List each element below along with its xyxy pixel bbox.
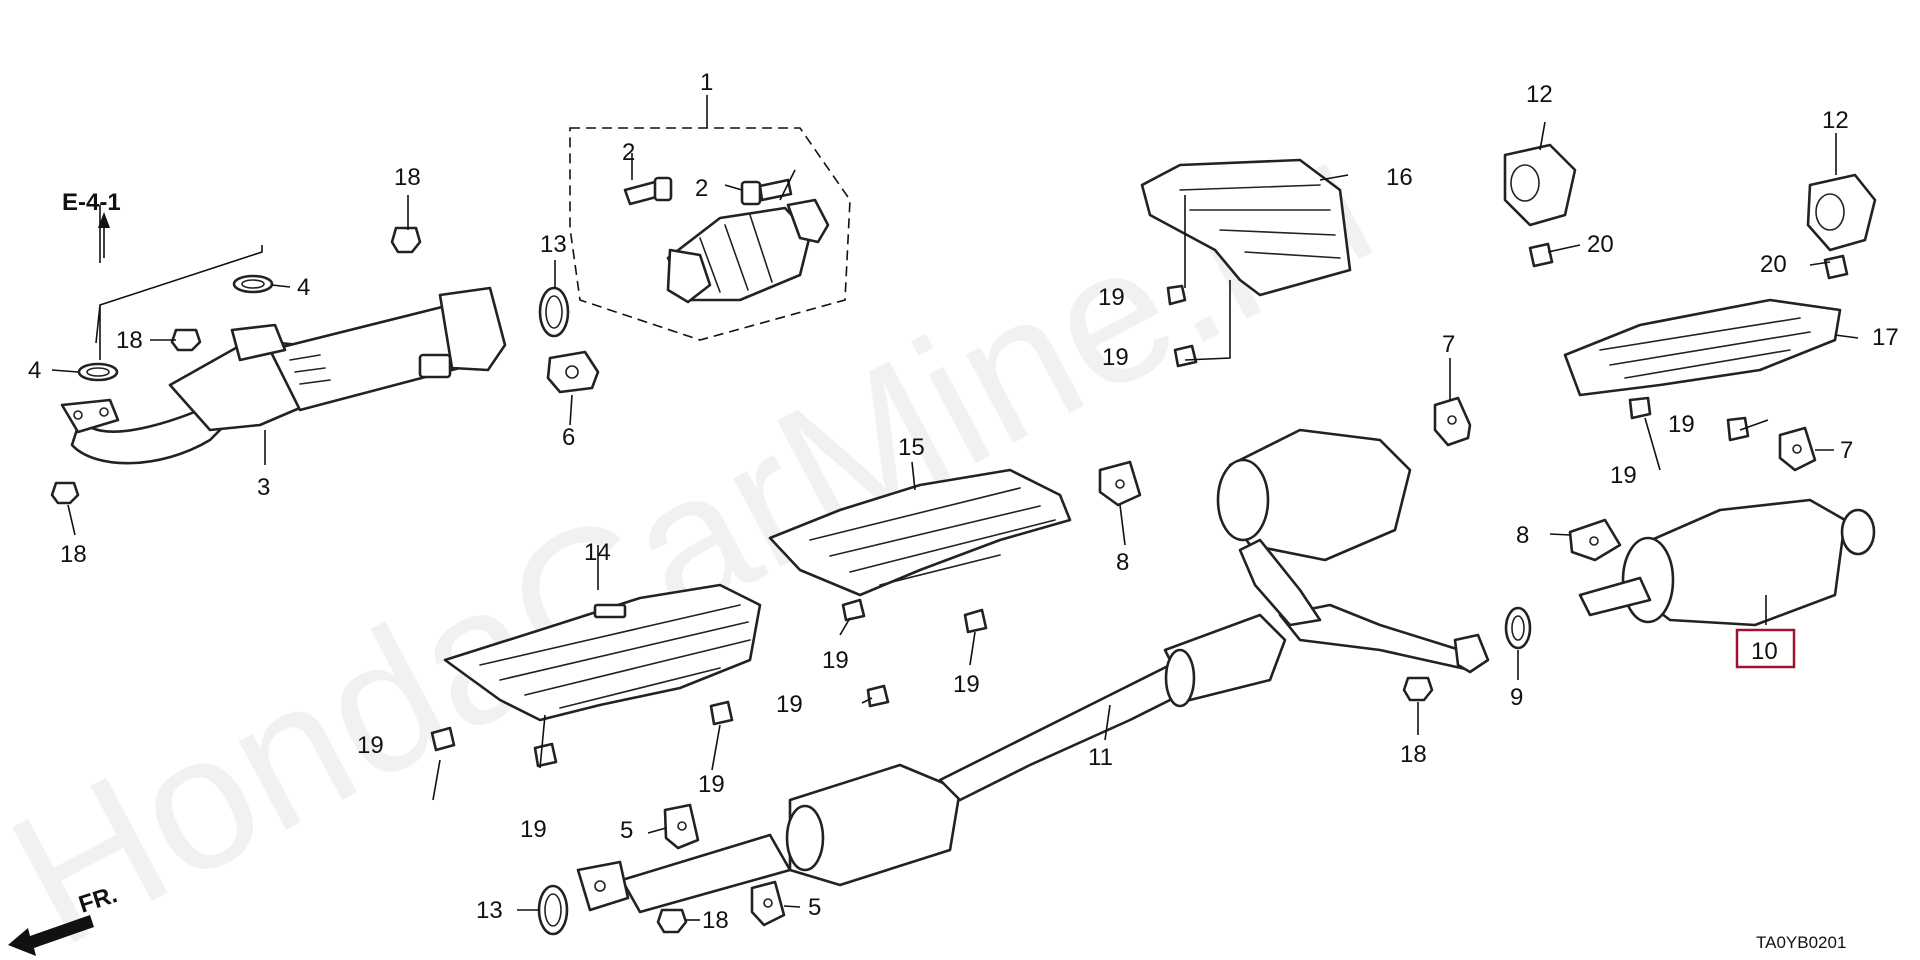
exhaust-hanger-5a[interactable] — [663, 803, 700, 850]
callout-9[interactable]: 9 — [1510, 684, 1523, 711]
callout-20-right[interactable]: 20 — [1760, 251, 1787, 278]
callout-19-shield16-a[interactable]: 19 — [1098, 284, 1125, 311]
callout-19-shield14-a[interactable]: 19 — [698, 771, 725, 798]
callout-13-upper[interactable]: 13 — [540, 231, 567, 258]
callout-14[interactable]: 14 — [584, 539, 611, 566]
callout-19-shield15-c[interactable]: 19 — [776, 691, 803, 718]
flange-bolt-19-group[interactable] — [430, 284, 1750, 768]
callout-18-top[interactable]: 18 — [394, 164, 421, 191]
callout-7-right[interactable]: 7 — [1840, 437, 1853, 464]
callout-20-left[interactable]: 20 — [1587, 231, 1614, 258]
exhaust-hanger-7b[interactable] — [1778, 426, 1817, 472]
front-pipe-assembly[interactable] — [60, 286, 507, 465]
exhaust-gasket-13-lower[interactable] — [537, 884, 569, 936]
callout-6[interactable]: 6 — [562, 424, 575, 451]
section-reference[interactable]: E-4-1 — [62, 189, 121, 216]
callout-2-right[interactable]: 2 — [695, 175, 708, 202]
exhaust-gasket-left[interactable] — [77, 362, 119, 382]
callout-3[interactable]: 3 — [257, 474, 270, 501]
callout-10[interactable]: 10 — [1751, 638, 1778, 665]
callout-2-left[interactable]: 2 — [622, 139, 635, 166]
diagram-code: TA0YB0201 — [1756, 933, 1846, 952]
callout-18-pipe[interactable]: 18 — [116, 327, 143, 354]
callout-1[interactable]: 1 — [700, 69, 713, 96]
rear-muffler-10[interactable] — [1578, 498, 1876, 627]
callout-19-shield15-b[interactable]: 19 — [953, 671, 980, 698]
exhaust-hanger-5b[interactable] — [750, 880, 786, 927]
heat-shield-17[interactable] — [1563, 298, 1842, 397]
callout-13-lower[interactable]: 13 — [476, 897, 503, 924]
callout-18-mid[interactable]: 18 — [1400, 741, 1427, 768]
leader-lines — [51, 95, 1859, 921]
callout-5-upper[interactable]: 5 — [620, 817, 633, 844]
callout-19-shield15-a[interactable]: 19 — [822, 647, 849, 674]
reference-arrow — [98, 212, 110, 258]
callout-19-shield17-a[interactable]: 19 — [1610, 462, 1637, 489]
mounting-rubber-12a[interactable] — [1503, 143, 1577, 227]
flange-nut-18b[interactable] — [170, 328, 202, 352]
callout-19-shield16-b[interactable]: 19 — [1102, 344, 1129, 371]
callout-15[interactable]: 15 — [898, 434, 925, 461]
callout-19-shield14-b[interactable]: 19 — [357, 732, 384, 759]
callout-16[interactable]: 16 — [1386, 164, 1413, 191]
flange-nut-18d[interactable] — [1402, 676, 1434, 702]
callout-18-bottom-left[interactable]: 18 — [60, 541, 87, 568]
front-direction-arrow — [8, 915, 94, 956]
flange-nut-18c[interactable] — [390, 226, 422, 254]
flange-nut-18a[interactable] — [50, 481, 80, 505]
callout-labels: 1 2 2 3 4 4 5 5 6 7 7 8 8 9 10 11 12 12 … — [28, 69, 1899, 934]
flange-bolt-20-group[interactable] — [1528, 242, 1849, 280]
callout-11[interactable]: 11 — [1088, 744, 1113, 771]
cat-stud-bolt-a[interactable] — [623, 176, 673, 206]
hanger-bracket-8a[interactable] — [1098, 460, 1142, 507]
callout-5-lower[interactable]: 5 — [808, 894, 821, 921]
muffler-front[interactable] — [1216, 428, 1412, 627]
callout-18-lower[interactable]: 18 — [702, 907, 729, 934]
callout-12-left[interactable]: 12 — [1526, 81, 1553, 108]
exhaust-gasket-upper[interactable] — [232, 274, 274, 294]
exhaust-gasket-9[interactable] — [1504, 606, 1532, 650]
cat-assembly-bracket — [569, 127, 851, 341]
exhaust-mounting-rubber-6[interactable] — [546, 350, 600, 394]
callout-7-upper[interactable]: 7 — [1442, 331, 1455, 358]
heat-shield-16[interactable] — [1140, 158, 1352, 297]
heat-shield-14[interactable] — [443, 583, 762, 722]
hanger-bracket-8b[interactable] — [1568, 518, 1622, 562]
mounting-rubber-12b[interactable] — [1806, 173, 1877, 252]
callout-8-right[interactable]: 8 — [1516, 522, 1529, 549]
exhaust-gasket-13-upper[interactable] — [538, 286, 570, 338]
callout-19-shield14-c[interactable]: 19 — [520, 816, 547, 843]
exhaust-pipe-11[interactable] — [576, 603, 1490, 914]
callout-19-shield17-b[interactable]: 19 — [1668, 411, 1695, 438]
flange-nut-18e[interactable] — [656, 908, 688, 934]
callout-17[interactable]: 17 — [1872, 324, 1899, 351]
callout-12-right[interactable]: 12 — [1822, 107, 1849, 134]
callout-8-mid[interactable]: 8 — [1116, 549, 1129, 576]
heat-shield-15[interactable] — [768, 468, 1072, 597]
callout-4-left[interactable]: 4 — [28, 357, 41, 384]
exhaust-hanger-7a[interactable] — [1433, 396, 1472, 447]
callout-4-upper[interactable]: 4 — [297, 274, 310, 301]
catalytic-converter[interactable] — [666, 198, 830, 304]
highlight-box — [1735, 628, 1796, 669]
